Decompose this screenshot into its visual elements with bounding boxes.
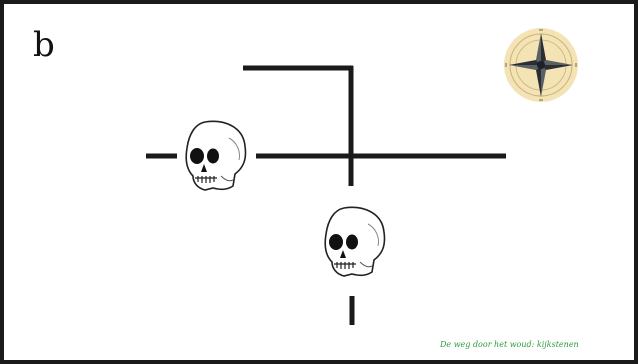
- path-lines: [146, 66, 506, 325]
- skull-icon: [186, 121, 245, 190]
- credit-caption: De weg door het woud: kijkstenen: [440, 340, 579, 349]
- compass-rose-icon: [504, 28, 578, 102]
- skull-icon: [325, 207, 384, 276]
